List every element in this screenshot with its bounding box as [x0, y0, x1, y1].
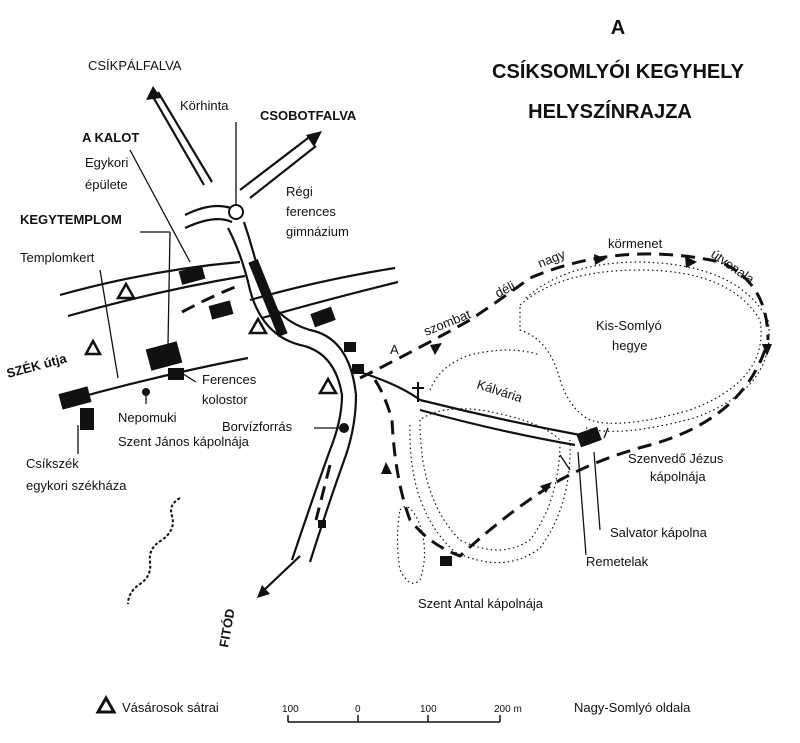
- borviz-dot: [339, 423, 349, 433]
- tent-triangle-icon: [115, 281, 137, 300]
- route-arrow-icon: [594, 254, 606, 265]
- label-nepomuki: Nepomuki: [118, 410, 177, 425]
- label-kis-somlyo: Kis-Somlyó: [596, 318, 662, 333]
- cross-icon: [412, 382, 424, 402]
- route-arrow-icon: [430, 343, 442, 355]
- label-a-kalot: A KALOT: [82, 130, 139, 145]
- title-line2: CSÍKSOMLYÓI KEGYHELY: [492, 59, 745, 83]
- label-gimnazium: gimnázium: [286, 224, 349, 239]
- kalvaria-path: [419, 398, 581, 437]
- scale-label-100-left: 100: [282, 704, 299, 715]
- leader-lines: [77, 122, 609, 556]
- legend-triangle-icon: [95, 694, 117, 714]
- tent-triangle-icon: [83, 338, 103, 356]
- label-remetelak: Remetelak: [586, 554, 649, 569]
- tent-triangle-icon: [317, 376, 339, 395]
- scale-label-100-right: 100: [420, 704, 437, 715]
- route-arrow-icon: [381, 462, 392, 474]
- roundabout-icon: [228, 204, 244, 220]
- label-borvizforras: Borvízforrás: [222, 419, 293, 434]
- arrow-northeast-icon: [306, 131, 322, 147]
- procession-route: [181, 252, 772, 558]
- label-ferences-kolostor2: kolostor: [202, 392, 248, 407]
- label-csikszek: Csíkszék: [26, 456, 79, 471]
- roads: [59, 86, 421, 598]
- route-arrow-icon: [540, 482, 552, 493]
- label-kapolnaja: kápolnája: [650, 469, 706, 484]
- arrow-southwest-icon: [257, 585, 270, 598]
- label-szenvedo: Szenvedő Jézus: [628, 451, 724, 466]
- tent-triangle-icon: [247, 316, 269, 335]
- label-regi: Régi: [286, 184, 313, 199]
- label-korhinta: Körhinta: [180, 98, 229, 113]
- label-csobotfalva: CSOBOTFALVA: [260, 108, 357, 123]
- label-kegytemplom: KEGYTEMPLOM: [20, 212, 122, 227]
- kis-somlyo-outline: [396, 261, 770, 584]
- label-utvonala: útvonala: [708, 246, 757, 287]
- label-szent-antal: Szent Antal kápolnája: [418, 596, 544, 611]
- scale-label-200: 200 m: [494, 704, 522, 715]
- label-nagy-somlyo: Nagy-Somlyó oldala: [574, 700, 691, 715]
- arrow-north-icon: [146, 86, 161, 100]
- label-ferences-kolostor1: Ferences: [202, 372, 257, 387]
- label-egykori-szekhaza: egykori székháza: [26, 478, 127, 493]
- label-templomkert: Templomkert: [20, 250, 95, 265]
- label-salvator: Salvator kápolna: [610, 525, 708, 540]
- label-csikpalfalva: CSÍKPÁLFALVA: [88, 58, 182, 73]
- label-epulete: épülete: [85, 177, 128, 192]
- label-kalvaria: Kálvária: [475, 377, 525, 406]
- title-line3: HELYSZÍNRAJZA: [528, 100, 692, 123]
- nepomuki-dot: [142, 388, 150, 396]
- label-szek-utja: SZÉK útja: [5, 350, 69, 381]
- label-egykori: Egykori: [85, 155, 128, 170]
- label-szent-janos: Szent János kápolnája: [118, 434, 250, 449]
- label-deli: déli: [492, 278, 517, 301]
- title-line1: A: [611, 17, 625, 39]
- label-kormenet: körmenet: [608, 236, 663, 251]
- scale-bar: [287, 715, 501, 723]
- label-route-a: A: [390, 342, 399, 357]
- scale-label-0: 0: [355, 704, 361, 715]
- buildings: [58, 259, 602, 566]
- route-arrow-icon: [762, 344, 772, 356]
- legend-vasarosok: Vásárosok sátrai: [122, 700, 219, 715]
- label-hegye: hegye: [612, 338, 647, 353]
- creek: [127, 497, 181, 605]
- label-fitod: FITÓD: [216, 608, 238, 649]
- label-ferences: ferences: [286, 204, 336, 219]
- route-arrow-icon: [685, 256, 697, 268]
